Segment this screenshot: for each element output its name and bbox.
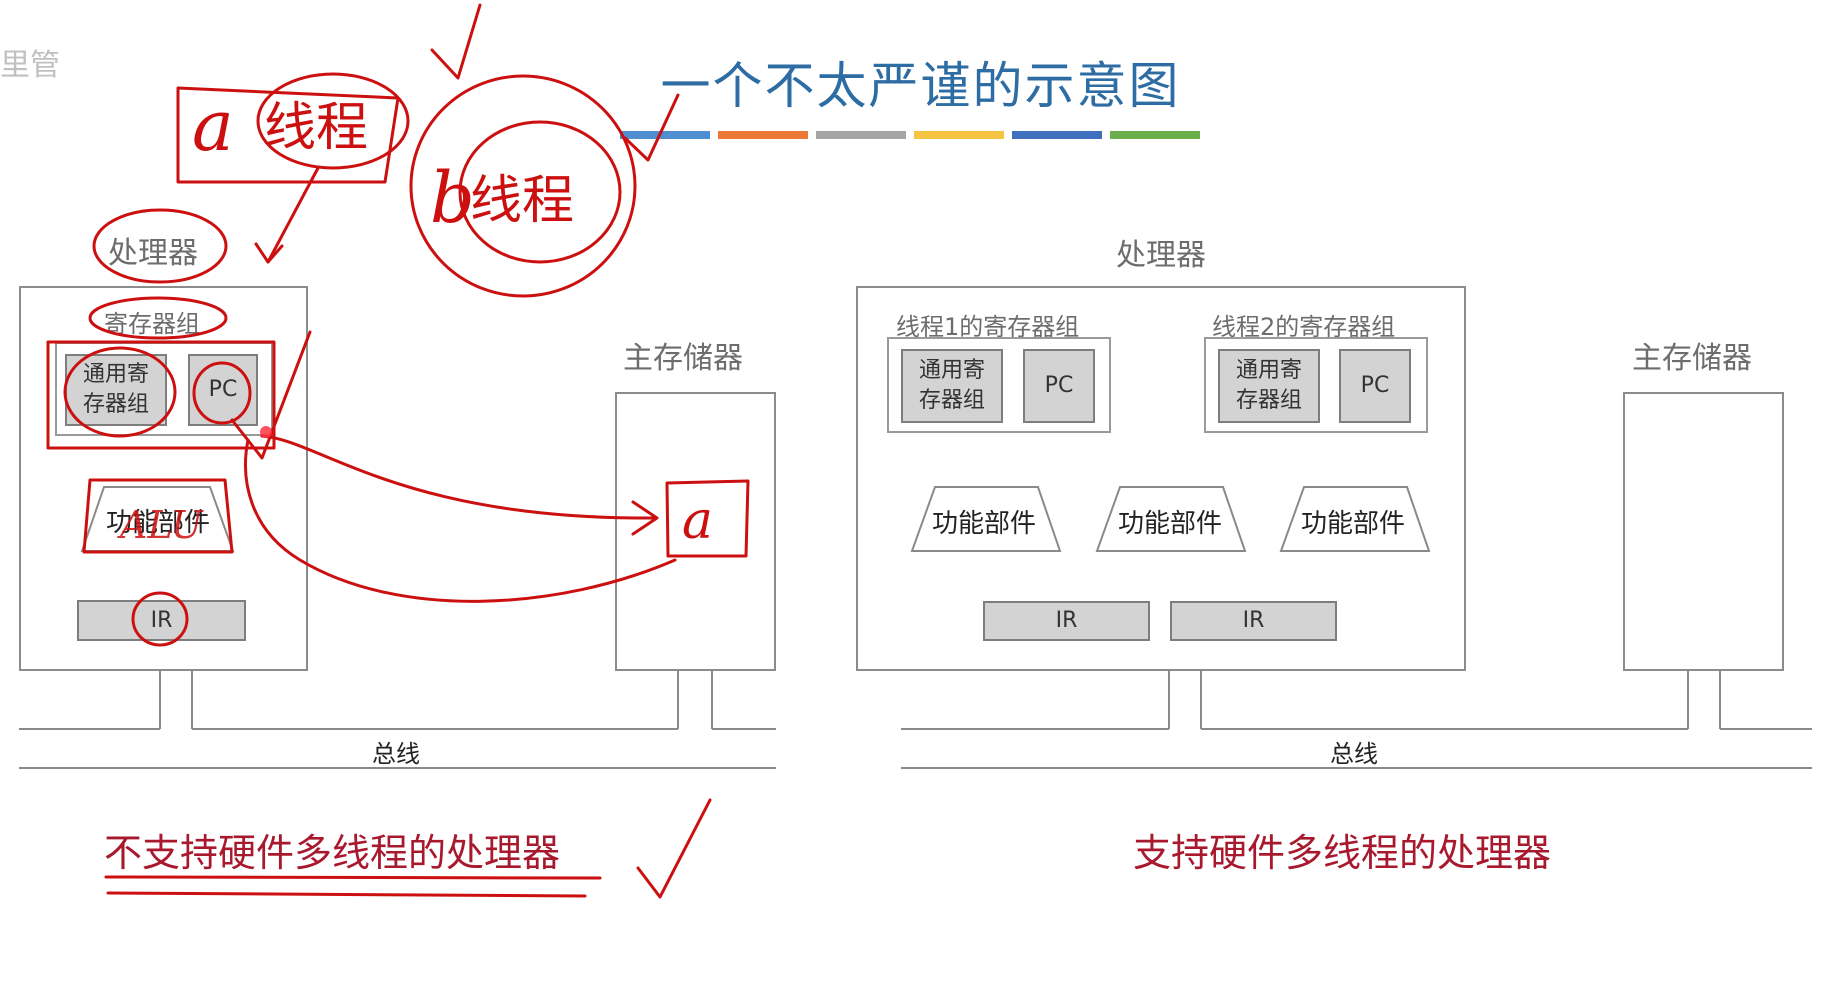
thread1-gpr-box: 通用寄 存器组 [901, 349, 1003, 423]
left-gpr-box: 通用寄 存器组 [65, 354, 167, 426]
left-caption: 不支持硬件多线程的处理器 [104, 831, 561, 875]
thread-a-circle [256, 72, 410, 170]
pc-to-memory-arrow [260, 434, 657, 520]
accent-bar-4 [914, 131, 1004, 139]
accent-bar-5 [1012, 131, 1102, 139]
accent-bars [620, 131, 1200, 139]
right-caption: 支持硬件多线程的处理器 [1133, 831, 1552, 875]
functional-unit-label-2: 功能部件 [1118, 509, 1223, 539]
title-check-mark [430, 3, 482, 80]
alu-scribble [82, 478, 234, 554]
right-functional-unit-shape-1 [910, 486, 1062, 552]
right-bus-label: 总线 [1330, 740, 1378, 768]
right-ir-box-2: IR [1170, 601, 1337, 641]
thread2-group-label: 线程2的寄存器组 [1212, 313, 1396, 341]
laser-pointer-dot [260, 426, 272, 438]
thread-a-box [176, 86, 400, 184]
caption-check-mark [636, 798, 712, 899]
annotation-b: b [430, 157, 475, 239]
accent-bar-6 [1110, 131, 1200, 139]
annotation-thread-2: 线程 [470, 171, 574, 231]
accent-bar-3 [816, 131, 906, 139]
right-memory-box [1623, 392, 1784, 671]
right-ir-box-1: IR [983, 601, 1150, 641]
right-processor-label: 处理器 [1116, 238, 1206, 273]
annotation-alu: ALU [117, 503, 205, 547]
register-label-circle [88, 296, 228, 340]
annotation-thread-1: 线程 [264, 98, 368, 158]
watermark: 里管 [0, 48, 60, 83]
handwritten-text: a 线程 b 线程 a ALU [117, 85, 713, 551]
gpr-circle [63, 346, 177, 438]
memory-return-curve [244, 438, 677, 603]
annotation-a-1: a [192, 85, 234, 167]
register-highlight-box [46, 340, 276, 450]
left-functional-unit-label: 功能部件 [106, 508, 211, 538]
title-check-mark-2 [623, 93, 680, 162]
thread2-gpr-box: 通用寄 存器组 [1218, 349, 1320, 423]
thread-arrow [266, 166, 320, 264]
left-bus [19, 671, 776, 769]
functional-unit-label-3: 功能部件 [1301, 509, 1406, 539]
thread1-group-label: 线程1的寄存器组 [896, 313, 1080, 341]
left-memory-box [615, 392, 776, 671]
accent-bar-2 [718, 131, 808, 139]
right-functional-unit-shape-3 [1279, 486, 1431, 552]
left-ir-box: IR [77, 600, 246, 641]
caption-underline-2 [106, 891, 587, 898]
annotation-a-2: a [682, 491, 713, 551]
pc-to-memory-arrowhead [631, 500, 659, 536]
thread1-pc-box: PC [1023, 349, 1095, 423]
pc-circle [192, 361, 252, 425]
right-functional-unit-shape-2 [1095, 486, 1247, 552]
memory-a-box [665, 479, 750, 558]
right-bus [901, 671, 1812, 769]
left-bus-label: 总线 [372, 740, 420, 768]
thread-b-outer-circle [409, 74, 637, 298]
processor-label-circle [92, 208, 228, 284]
left-processor-label: 处理器 [108, 236, 198, 271]
thread-b-inner-circle [458, 120, 622, 264]
right-memory-label: 主存储器 [1632, 341, 1752, 376]
handwritten-annotations [46, 3, 750, 899]
ir-circle [131, 591, 189, 647]
thread2-pc-box: PC [1339, 349, 1411, 423]
accent-bar-1 [620, 131, 710, 139]
left-pc-box: PC [188, 354, 258, 426]
pc-check-mark [230, 330, 312, 460]
page-title: 一个不太严谨的示意图 [660, 57, 1181, 115]
functional-unit-label-1: 功能部件 [932, 509, 1037, 539]
caption-underline-1 [104, 875, 602, 880]
thread-arrow-head [254, 242, 284, 264]
left-memory-label: 主存储器 [623, 341, 743, 376]
